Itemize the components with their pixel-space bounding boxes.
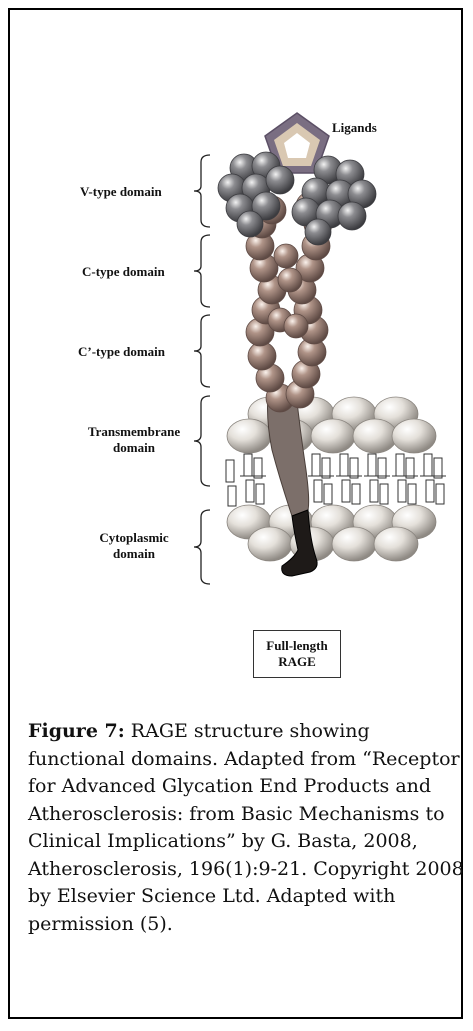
- caption-label: Figure 7:: [28, 720, 125, 742]
- lipid-tails: [226, 454, 446, 506]
- transmembrane-label-line2: domain: [78, 440, 190, 456]
- cytoplasmic-label-line1: Cytoplasmic: [84, 530, 184, 546]
- v-type-domain-label: V-type domain: [80, 184, 162, 200]
- membrane-lower-layer: [227, 505, 436, 561]
- ligands-label: Ligands: [332, 120, 377, 136]
- domain-braces: [194, 155, 210, 584]
- c-prime-type-domain-label: C’-type domain: [78, 344, 165, 360]
- c-prime-domain: [246, 296, 328, 412]
- transmembrane-label-line1: Transmembrane: [78, 424, 190, 440]
- membrane-upper-layer: [227, 397, 436, 453]
- c-type-domain-label: C-type domain: [82, 264, 165, 280]
- cytoplasmic-label-line2: domain: [84, 546, 184, 562]
- figure-caption: Figure 7: RAGE structure showing functio…: [28, 718, 468, 938]
- rage-box-line2: RAGE: [254, 654, 340, 670]
- caption-text: RAGE structure showing functional domain…: [28, 720, 464, 935]
- transmembrane-domain-label: Transmembrane domain: [78, 424, 190, 456]
- cytoplasmic-domain-label: Cytoplasmic domain: [84, 530, 184, 562]
- full-length-rage-box: Full-length RAGE: [253, 630, 341, 678]
- figure-frame: Ligands V-type domain C-type domain C’-t…: [8, 8, 463, 1019]
- rage-box-line1: Full-length: [254, 638, 340, 654]
